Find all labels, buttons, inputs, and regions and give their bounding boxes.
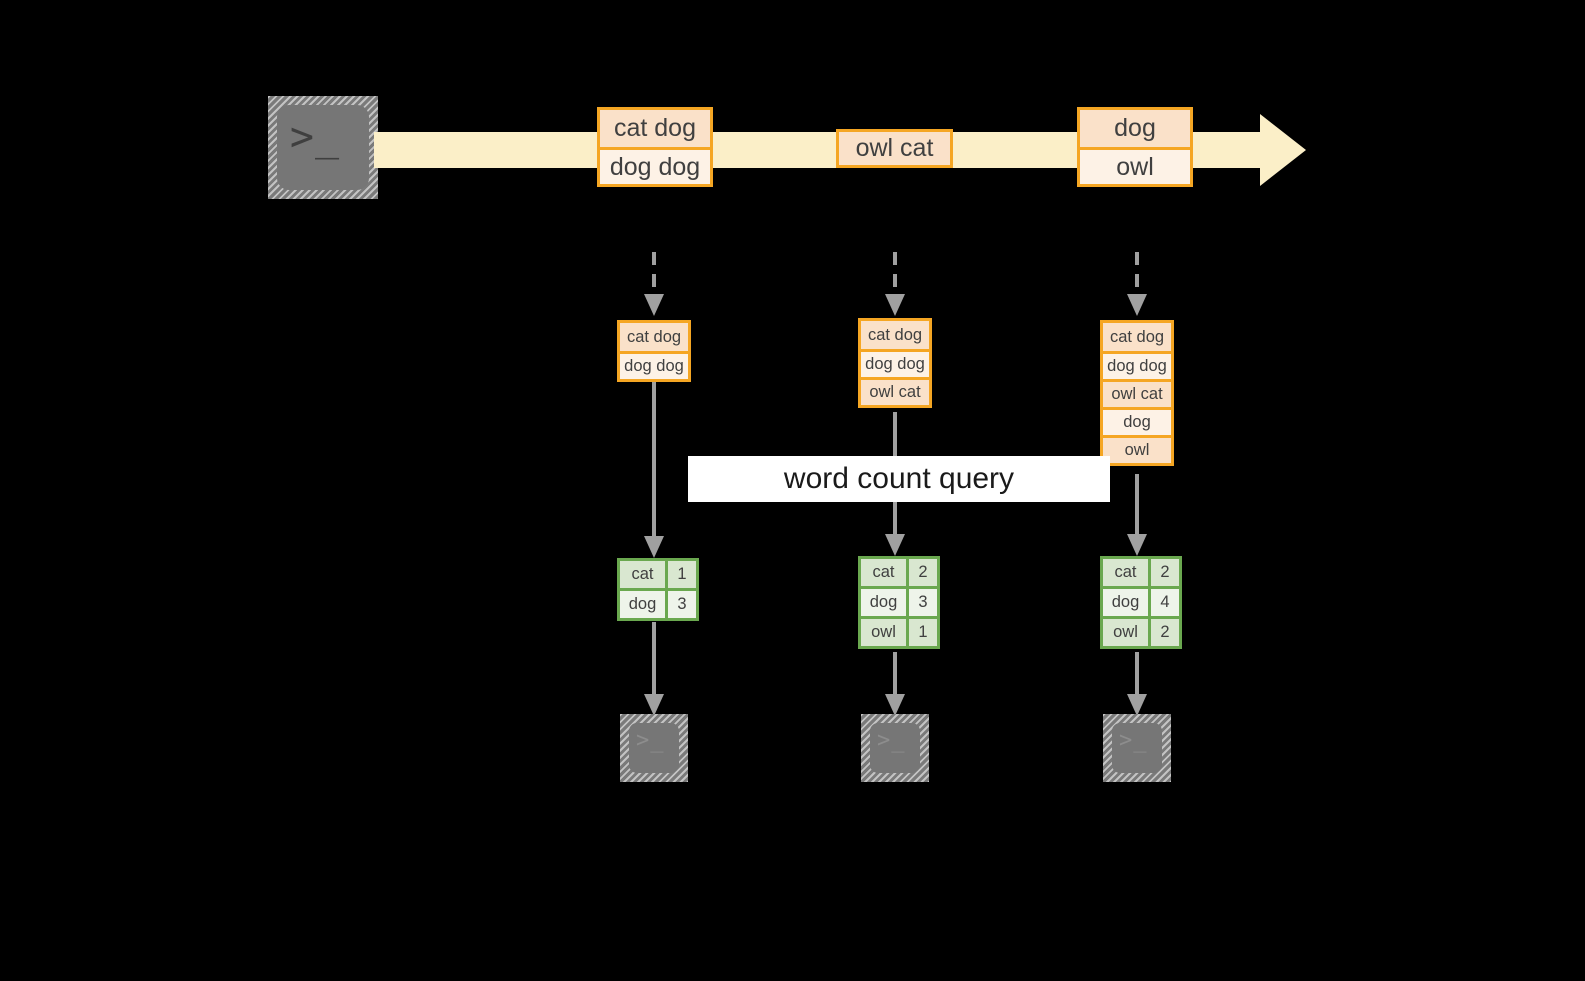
stack-row: cat dog — [1103, 323, 1171, 351]
input-stack-col-3: cat dog dog dog owl cat dog owl — [1100, 320, 1174, 466]
terminal-prompt-glyph: >_ — [1119, 728, 1148, 753]
table-row: cat 1 — [620, 561, 696, 588]
table-row: owl 2 — [1103, 616, 1179, 646]
stack-row: cat dog — [620, 323, 688, 351]
solid-connector-col-3-query — [1127, 474, 1147, 556]
input-stack-col-1: cat dog dog dog — [617, 320, 691, 382]
terminal-prompt-glyph: >_ — [877, 728, 906, 753]
stream-record-1: cat dog dog dog — [597, 107, 713, 187]
table-cell-word: cat — [861, 559, 909, 586]
table-cell-count: 2 — [1151, 619, 1179, 646]
solid-connector-col-3-sink — [1127, 652, 1147, 716]
table-cell-count: 3 — [668, 591, 696, 618]
query-banner: word count query — [688, 456, 1110, 502]
terminal-screen: >_ — [277, 105, 369, 190]
table-cell-word: owl — [1103, 619, 1151, 646]
table-row: dog 3 — [861, 586, 937, 616]
record-row: owl — [1080, 147, 1190, 184]
table-cell-count: 2 — [1151, 559, 1179, 586]
record-row: dog — [1080, 110, 1190, 147]
query-banner-label: word count query — [783, 462, 1015, 495]
solid-connector-col-1-sink — [644, 622, 664, 716]
table-cell-count: 3 — [909, 589, 937, 616]
table-cell-count: 1 — [668, 561, 696, 588]
stack-row: cat dog — [861, 321, 929, 349]
sink-terminal-col-1: >_ — [620, 714, 688, 782]
table-cell-word: dog — [620, 591, 668, 618]
table-cell-word: dog — [861, 589, 909, 616]
terminal-screen: >_ — [1112, 723, 1162, 773]
result-table-col-2: cat 2 dog 3 owl 1 — [858, 556, 940, 649]
result-table-col-1: cat 1 dog 3 — [617, 558, 699, 621]
terminal-prompt-glyph: >_ — [289, 113, 341, 160]
solid-connector-col-1-query — [644, 382, 664, 558]
table-row: owl 1 — [861, 616, 937, 646]
table-row: cat 2 — [1103, 559, 1179, 586]
stack-row: owl cat — [1103, 379, 1171, 407]
table-cell-word: dog — [1103, 589, 1151, 616]
solid-connector-col-2-sink — [885, 652, 905, 716]
table-row: cat 2 — [861, 559, 937, 586]
result-table-col-3: cat 2 dog 4 owl 2 — [1100, 556, 1182, 649]
table-row: dog 3 — [620, 588, 696, 618]
stack-row: owl — [1103, 435, 1171, 463]
terminal-screen: >_ — [629, 723, 679, 773]
record-row: cat dog — [600, 110, 710, 147]
table-cell-word: cat — [1103, 559, 1151, 586]
terminal-prompt-glyph: >_ — [636, 728, 665, 753]
stream-record-2: owl cat — [836, 129, 953, 168]
table-cell-count: 2 — [909, 559, 937, 586]
table-cell-word: cat — [620, 561, 668, 588]
input-stack-col-2: cat dog dog dog owl cat — [858, 318, 932, 408]
table-cell-count: 4 — [1151, 589, 1179, 616]
record-row: dog dog — [600, 147, 710, 184]
dashed-connector-col-1 — [644, 252, 664, 316]
stream-record-3: dog owl — [1077, 107, 1193, 187]
table-cell-word: owl — [861, 619, 909, 646]
stack-row: dog dog — [620, 351, 688, 379]
source-terminal-icon: >_ — [268, 96, 378, 199]
table-cell-count: 1 — [909, 619, 937, 646]
record-row: owl cat — [839, 132, 950, 165]
dashed-connector-col-2 — [885, 252, 905, 316]
stack-row: owl cat — [861, 377, 929, 405]
sink-terminal-col-2: >_ — [861, 714, 929, 782]
stack-row: dog dog — [861, 349, 929, 377]
terminal-screen: >_ — [870, 723, 920, 773]
stack-row: dog dog — [1103, 351, 1171, 379]
table-row: dog 4 — [1103, 586, 1179, 616]
sink-terminal-col-3: >_ — [1103, 714, 1171, 782]
dashed-connector-col-3 — [1127, 252, 1147, 316]
stack-row: dog — [1103, 407, 1171, 435]
